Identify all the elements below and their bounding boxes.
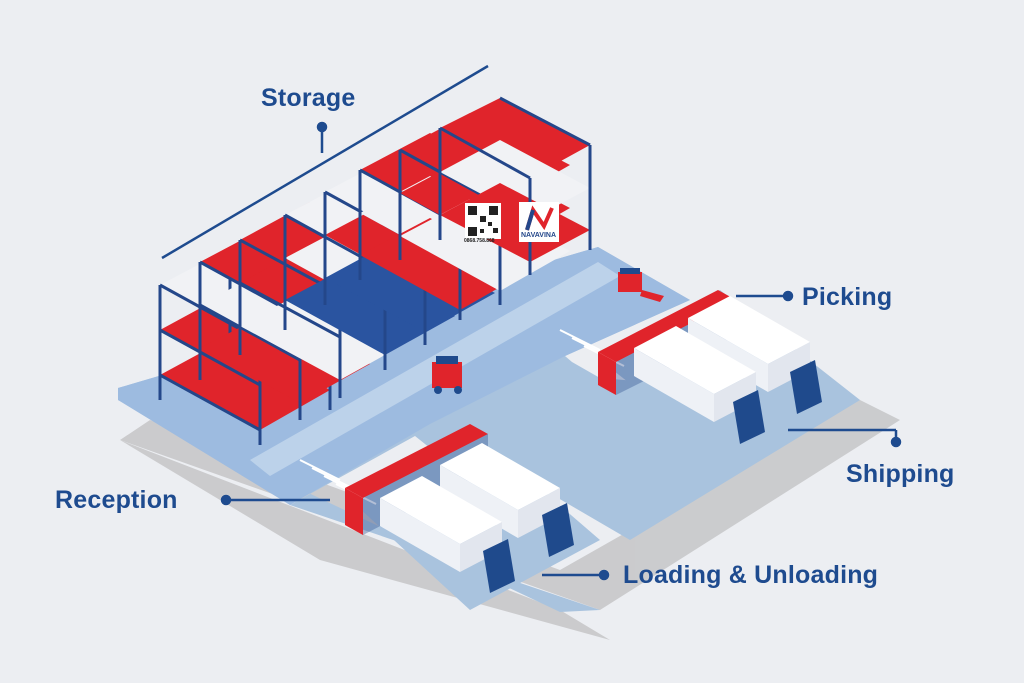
storage-bracket-line bbox=[161, 64, 489, 260]
shipping-leader-dot bbox=[890, 436, 902, 448]
connectors bbox=[161, 64, 902, 581]
reception-leader-dot bbox=[220, 494, 232, 506]
reception-label: Reception bbox=[55, 486, 178, 514]
navavina-brand-text: NAVAVINA bbox=[521, 232, 556, 239]
storage-racks bbox=[158, 96, 592, 445]
picking-leader-dot bbox=[782, 290, 794, 302]
storage-leader-dot bbox=[316, 121, 328, 133]
qr-caption: 0868.758.868 bbox=[464, 238, 495, 244]
forklift bbox=[618, 268, 664, 302]
qr-code bbox=[465, 203, 501, 239]
shipping-label: Shipping bbox=[846, 460, 955, 488]
picking-label: Picking bbox=[802, 283, 893, 311]
loading-leader-dot bbox=[598, 569, 610, 581]
truck bbox=[634, 326, 765, 444]
storage-label: Storage bbox=[261, 84, 356, 112]
truck bbox=[380, 476, 515, 593]
truck bbox=[440, 443, 574, 557]
forklift bbox=[432, 356, 462, 394]
navavina-logo bbox=[519, 202, 559, 242]
rack-row bbox=[438, 96, 592, 275]
loading-unloading-label: Loading & Unloading bbox=[623, 561, 879, 589]
